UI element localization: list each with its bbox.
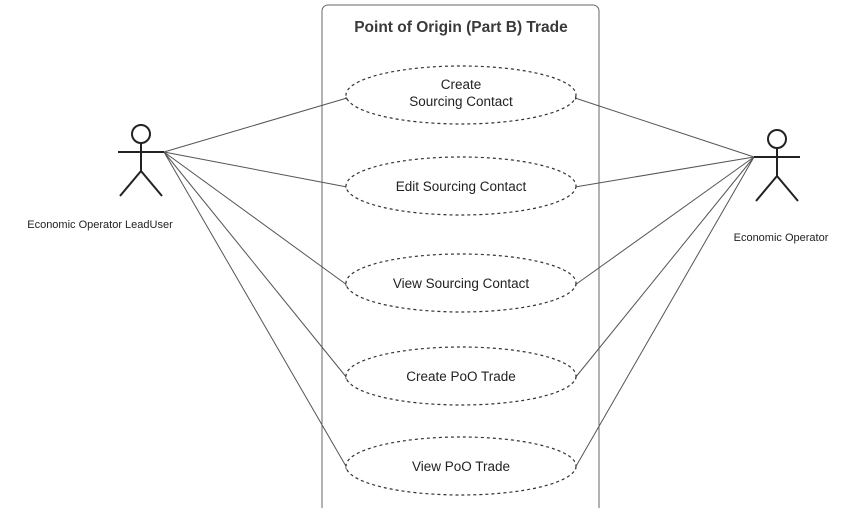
association-line-lead-view-sourcing-contact xyxy=(163,151,348,286)
system-title: Point of Origin (Part B) Trade xyxy=(354,19,568,36)
use-cases: Create Sourcing Contact Edit Sourcing Co… xyxy=(345,65,577,496)
association-line-lead-view-poo-trade xyxy=(163,151,348,469)
stick-figure-icon xyxy=(754,129,800,202)
association-line-op-create-poo-trade xyxy=(574,156,755,379)
association-line-op-view-poo-trade xyxy=(574,156,755,469)
use-case-create-sourcing-contact[interactable]: Create Sourcing Contact xyxy=(345,65,577,125)
use-case-label-line-1: Create xyxy=(441,77,482,92)
use-case-label: View Sourcing Contact xyxy=(393,276,530,291)
actor-name: Economic Operator xyxy=(734,232,829,244)
association-line-op-edit-sourcing-contact xyxy=(574,156,755,188)
association-line-lead-create-poo-trade xyxy=(163,151,348,379)
association-line-lead-edit-sourcing-contact xyxy=(163,151,348,188)
actor-economic-operator-leaduser[interactable]: Economic Operator LeadUser xyxy=(27,124,173,231)
use-case-create-poo-trade[interactable]: Create PoO Trade xyxy=(345,346,577,406)
use-case-label-line-2: Sourcing Contact xyxy=(409,94,513,109)
stick-figure-icon xyxy=(118,124,164,197)
use-case-view-poo-trade[interactable]: View PoO Trade xyxy=(345,436,577,496)
association-line-lead-create-sourcing-contact xyxy=(163,97,348,153)
use-case-label: Edit Sourcing Contact xyxy=(396,179,527,194)
actor-name: Economic Operator LeadUser xyxy=(27,219,173,231)
use-case-label: Create PoO Trade xyxy=(406,369,516,384)
association-line-op-create-sourcing-contact xyxy=(574,97,755,158)
system-boundary: Point of Origin (Part B) Trade xyxy=(321,4,600,508)
association-line-op-view-sourcing-contact xyxy=(574,156,755,286)
use-case-edit-sourcing-contact[interactable]: Edit Sourcing Contact xyxy=(345,156,577,216)
use-case-label: View PoO Trade xyxy=(412,459,510,474)
actor-economic-operator[interactable]: Economic Operator xyxy=(734,129,829,244)
use-case-view-sourcing-contact[interactable]: View Sourcing Contact xyxy=(345,253,577,313)
